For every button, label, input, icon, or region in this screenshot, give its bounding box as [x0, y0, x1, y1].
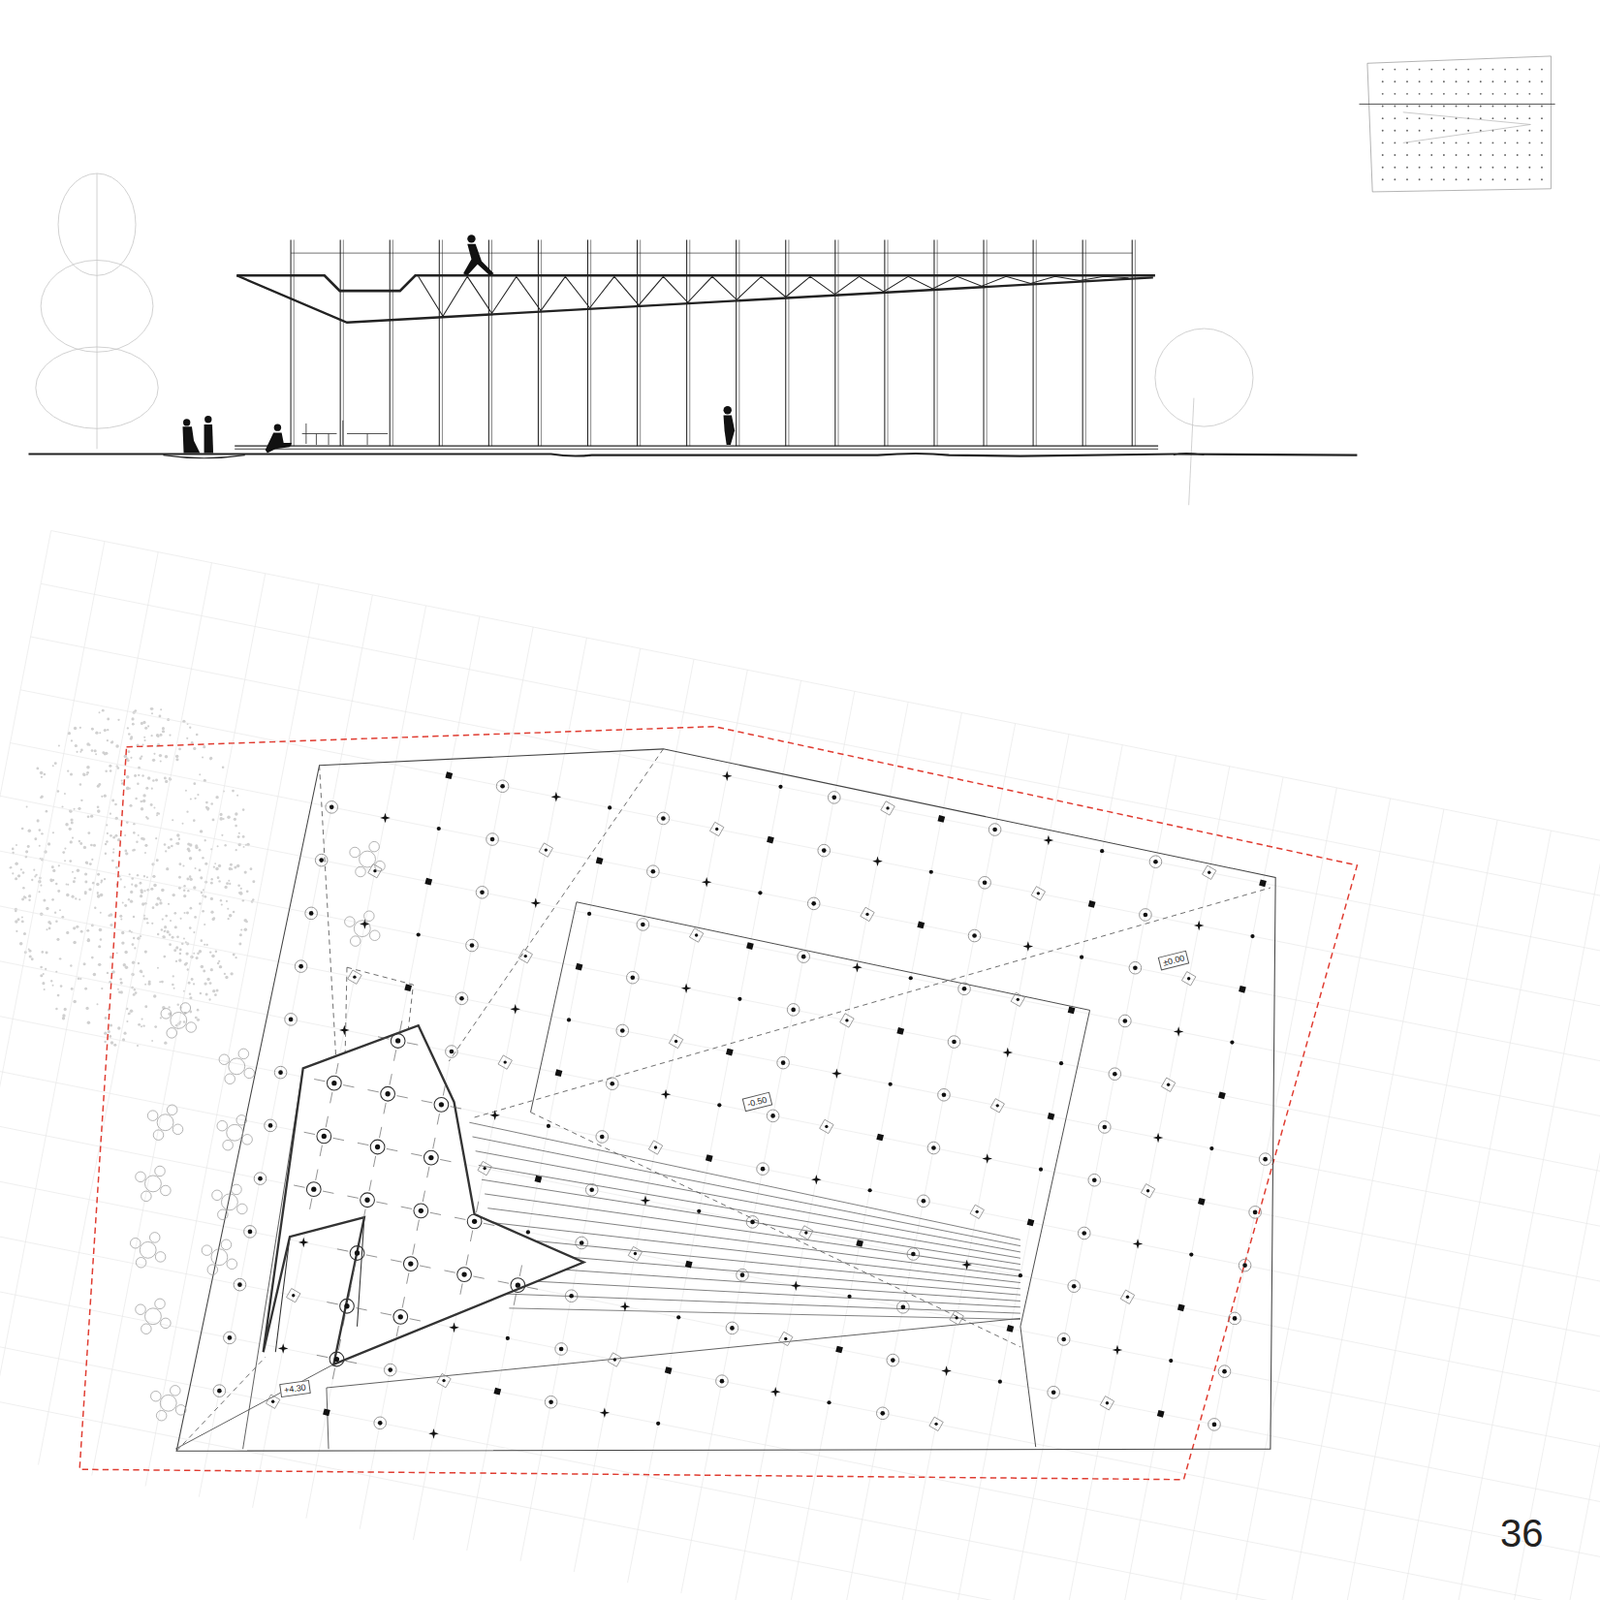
building-section [28, 173, 1357, 505]
level-tag: -0.50 [742, 1092, 773, 1112]
floor-plan [0, 531, 1600, 1600]
page-number: 36 [1500, 1511, 1544, 1556]
level-tag: +4.30 [279, 1380, 311, 1398]
key-plan [1359, 56, 1556, 192]
level-tag: ±0.00 [1158, 950, 1191, 972]
